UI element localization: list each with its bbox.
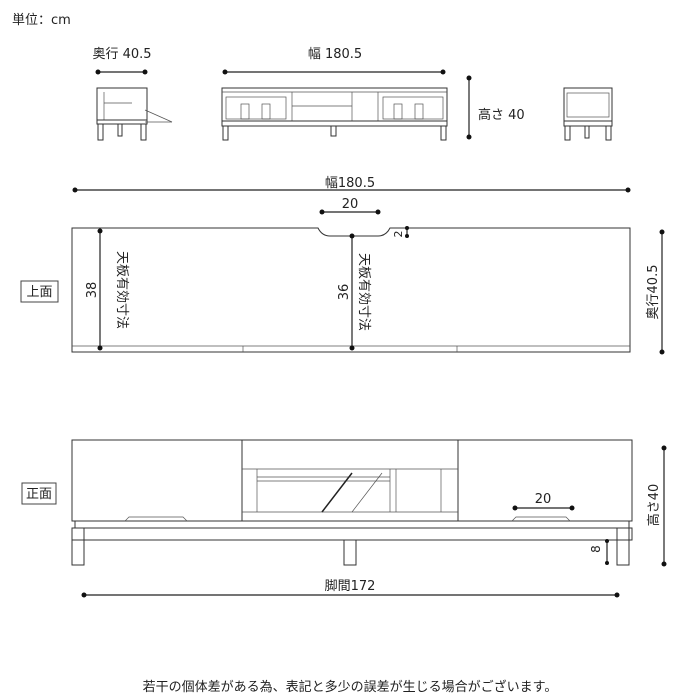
top-view: 幅180.5 20 2 38 天板有効寸法 36 天板有効寸法 奥行40.5 上…	[20, 176, 665, 355]
handle-width-label: 20	[535, 492, 552, 507]
leg-clearance-label: 8	[589, 545, 603, 553]
side-view-right	[563, 87, 613, 141]
notch-width-label: 20	[342, 197, 359, 212]
notch-depth-label: 2	[392, 231, 405, 238]
left-effective-label: 天板有効寸法	[114, 251, 129, 329]
leg-span-label: 脚間172	[325, 578, 376, 594]
center-effective-depth: 36	[337, 284, 352, 301]
top-depth-label: 奥行40.5	[646, 265, 661, 320]
overview-height-label: 高さ 40	[478, 107, 525, 123]
overview-width-label: 幅 180.5	[308, 47, 362, 62]
center-effective-label: 天板有効寸法	[356, 253, 371, 331]
disclaimer-note: 若干の個体差がある為、表記と多少の誤差が生じる場合がございます。	[143, 679, 558, 695]
front-height-label: 高さ40	[646, 484, 662, 527]
front-view-small	[221, 87, 448, 141]
left-effective-depth: 38	[85, 282, 100, 299]
front-view-tag: 正面	[26, 487, 52, 502]
top-view-tag: 上面	[26, 285, 52, 300]
unit-label: 単位：cm	[12, 12, 71, 28]
overview-depth-label: 奥行 40.5	[92, 47, 151, 62]
top-width-label: 幅180.5	[325, 176, 375, 191]
overview-views: 奥行 40.5 幅 180.5 高さ 40	[92, 47, 613, 141]
front-view: 20 8 高さ40 脚間172 正面	[21, 439, 667, 598]
side-view-left	[96, 87, 173, 141]
